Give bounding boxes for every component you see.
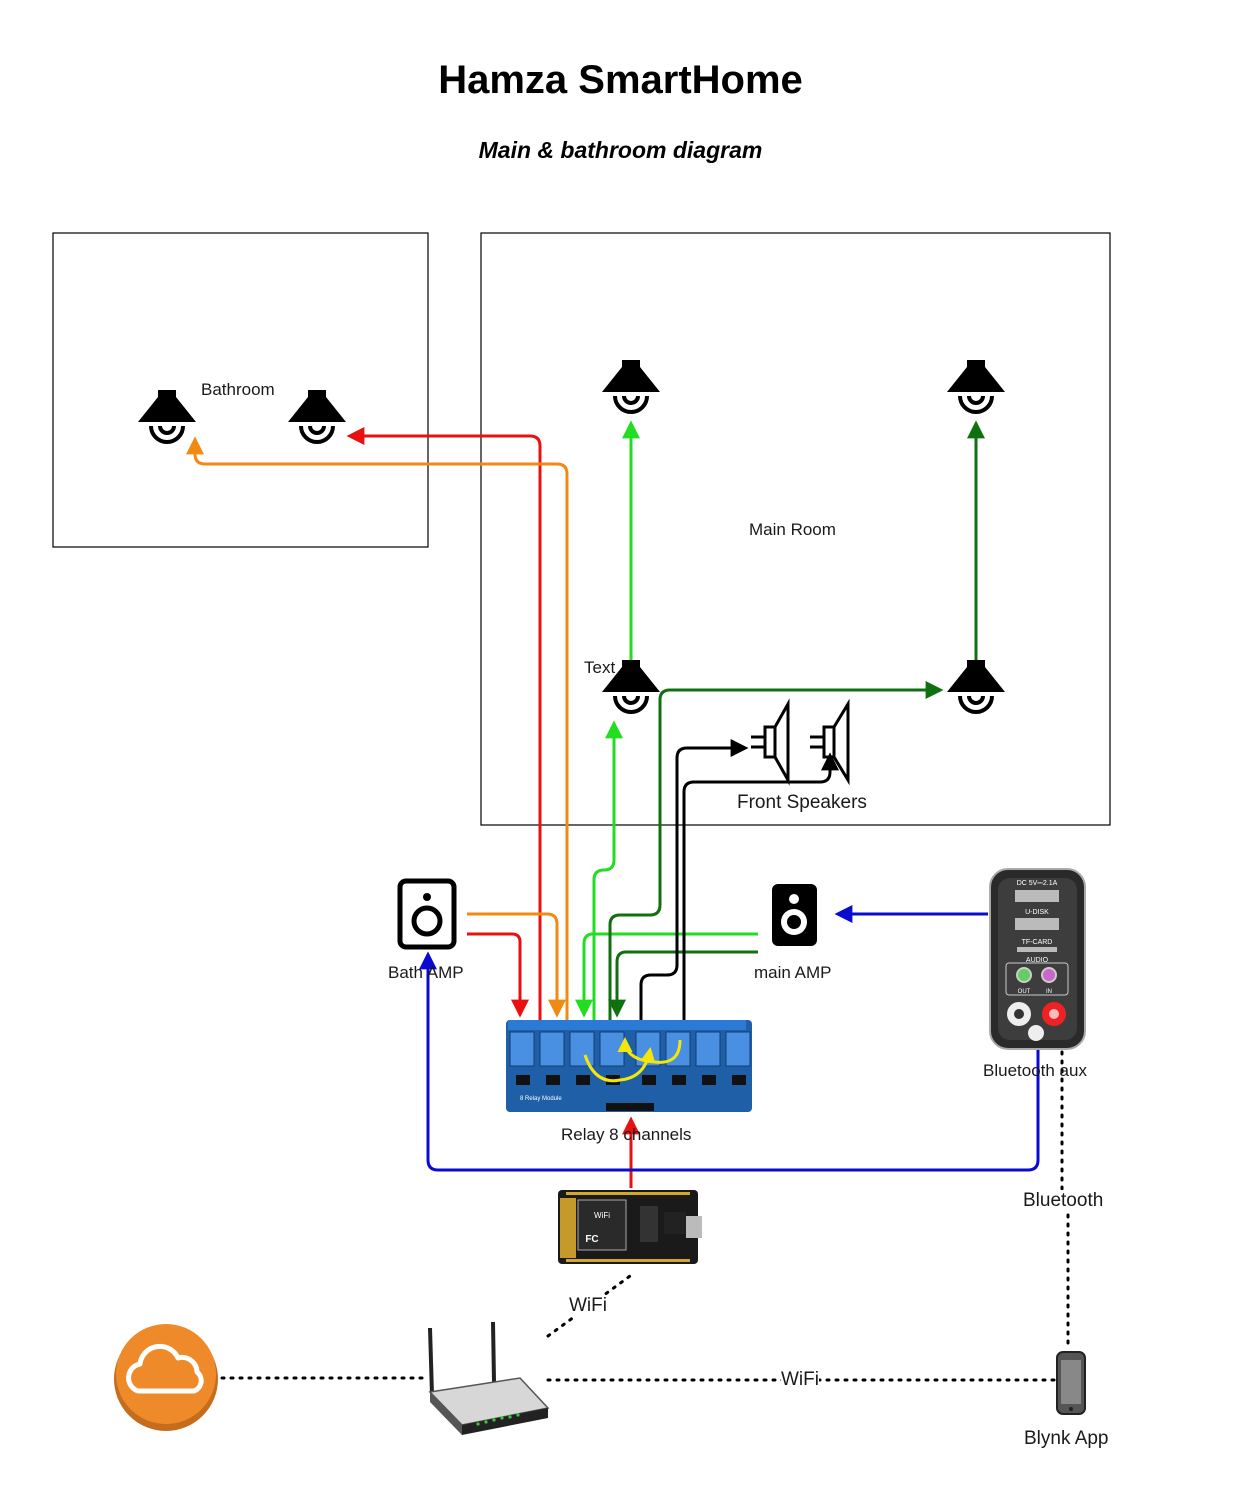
black-wire-speaker-left (639, 739, 749, 1020)
orange-wire-bath-amp (467, 912, 566, 1018)
main-amp-label: main AMP (754, 963, 832, 982)
yellow-relay-jumper (617, 1037, 682, 1064)
front-speakers-label: Front Speakers (737, 792, 867, 813)
wifi-label-phone: WiFi (781, 1369, 819, 1391)
loudspeaker-icon (751, 698, 790, 786)
svg-text:DC 5V⎓2.1A: DC 5V⎓2.1A (1017, 880, 1058, 887)
bluetooth-aux-label: Bluetooth aux (983, 1061, 1087, 1080)
relay-label: Relay 8 channels (561, 1125, 692, 1144)
ceiling-lamp-icon (136, 388, 198, 444)
microcontroller-icon: WiFi FC (558, 1190, 702, 1264)
ceiling-lamp-icon (286, 388, 348, 444)
blynk-app-label: Blynk App (1024, 1428, 1109, 1449)
ceiling-lamp-icon (945, 358, 1007, 414)
svg-text:WiFi: WiFi (594, 1211, 610, 1220)
smartphone-icon (1056, 1351, 1086, 1415)
bluetooth-link-label: Bluetooth (1023, 1190, 1104, 1212)
svg-text:U-DISK: U-DISK (1025, 909, 1049, 916)
speaker-icon (772, 884, 817, 946)
red-wire-to-bath-lamp (346, 427, 542, 1020)
main-room-box (480, 232, 1111, 826)
speaker-icon (397, 878, 457, 950)
green-wire-main-amp (575, 932, 758, 1018)
ceiling-lamp-icon (945, 658, 1007, 714)
bath-amp-label: Bath AMP (388, 963, 464, 982)
ceiling-lamp-icon (600, 358, 662, 414)
green-wire-to-lamp-left-front (592, 720, 623, 1020)
dark-green-wire-to-lamp-right-front (608, 681, 944, 1020)
diagram-subtitle: Main & bathroom diagram (478, 137, 763, 163)
svg-text:FC: FC (585, 1234, 598, 1245)
diagram-title: Hamza SmartHome (438, 58, 803, 102)
blue-wire-aux-to-bath-amp (419, 951, 1040, 1172)
yellow-relay-jumper (583, 1047, 656, 1083)
svg-text:8 Relay Module: 8 Relay Module (520, 1096, 562, 1102)
red-wire-bath-amp (467, 932, 529, 1018)
relay-board-icon: 8 Relay Module (506, 1020, 752, 1112)
bathroom-label: Bathroom (201, 380, 275, 399)
svg-text:OUT: OUT (1018, 989, 1031, 995)
main-room-label: Main Room (749, 520, 836, 539)
router-icon (428, 1321, 550, 1435)
svg-text:TF-CARD: TF-CARD (1022, 939, 1053, 946)
wifi-link-router-mcu (546, 1274, 632, 1338)
cloud-icon (114, 1324, 218, 1431)
bathroom-box (52, 232, 429, 548)
dark-green-wire-main-amp (608, 950, 758, 1018)
orange-wire-to-bath-lamp (186, 436, 569, 1020)
svg-text:AUDIO: AUDIO (1026, 957, 1049, 964)
svg-text:IN: IN (1046, 989, 1052, 995)
wifi-label-mcu: WiFi (569, 1295, 607, 1317)
black-wire-speaker-right (682, 752, 839, 1020)
text-placeholder-label: Text (584, 658, 616, 677)
bluetooth-aux-module-icon: DC 5V⎓2.1A U-DISK TF-CARD AUDIO OUT IN (989, 868, 1086, 1050)
